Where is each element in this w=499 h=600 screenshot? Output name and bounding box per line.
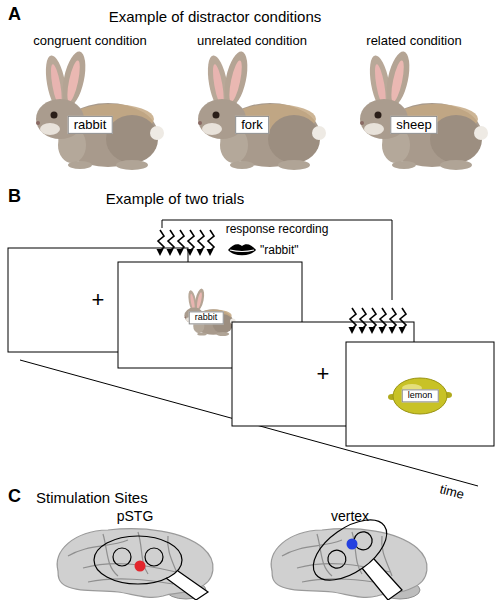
panel-letter: B (8, 186, 21, 207)
panel-letter: C (8, 486, 21, 507)
distractor-word-box: rabbit (189, 311, 224, 324)
bracket-label: response recording (226, 223, 329, 237)
lips-line (230, 250, 254, 252)
coil-wing (145, 548, 163, 566)
node-text: rabbit (195, 312, 218, 323)
condition-label: congruent condition (33, 34, 146, 49)
tms-coil-group (303, 508, 397, 592)
node-text: fork (241, 117, 263, 133)
panel-title: Example of distractor conditions (109, 8, 322, 25)
tms-coil (94, 536, 182, 584)
panel-letter: A (8, 4, 21, 25)
node-text: rabbit (74, 117, 107, 133)
coil-wing (113, 548, 131, 566)
screen-frame (346, 342, 494, 446)
condition-label: related condition (366, 34, 461, 49)
tms-pulse-arrow (369, 308, 377, 334)
tms-pulse-arrow (359, 308, 367, 334)
brain-picture (57, 529, 213, 599)
node-text: + (317, 361, 330, 387)
rabbit-picture (36, 50, 164, 170)
distractor-word-box: lemon (402, 389, 439, 402)
brain-outline (271, 529, 427, 598)
stimulation-site-dot (135, 561, 146, 572)
panel-title: Stimulation Sites (36, 489, 148, 506)
node-text: sheep (396, 117, 431, 133)
site-label: vertex (331, 508, 369, 524)
condition-label: unrelated condition (197, 34, 307, 49)
tms-pulse-arrow (157, 230, 165, 256)
fixation-screen: + (8, 248, 188, 352)
node-text: + (92, 287, 105, 313)
lips-icon (228, 244, 256, 255)
rabbit-picture (360, 50, 488, 170)
node-text: lemon (408, 390, 433, 401)
tms-pulse-arrow (389, 308, 397, 334)
distractor-word-box: rabbit (68, 116, 113, 134)
panel-title: Example of two trials (106, 190, 244, 207)
spoken-response: "rabbit" (260, 244, 299, 258)
tms-pulse-arrow (177, 230, 185, 256)
tms-pulse-arrow (197, 230, 205, 256)
rabbit-picture (198, 50, 326, 170)
distractor-word-box: fork (235, 116, 269, 134)
tms-coil (303, 508, 397, 592)
axis-label: time (438, 482, 466, 503)
coil-wing (324, 547, 349, 572)
rabbit-picture (184, 288, 235, 336)
tms-pulse-arrow (349, 308, 357, 334)
tms-pulse-arrow (207, 230, 215, 256)
tms-pulse-arrow (379, 308, 387, 334)
tms-pulse-arrow (167, 230, 175, 256)
tms-pulse-arrow (187, 230, 195, 256)
site-label: pSTG (117, 508, 154, 524)
fixation-screen: + (232, 322, 414, 426)
distractor-word-box: sheep (390, 116, 437, 134)
stimulation-site-dot (347, 539, 358, 550)
lips-shape (228, 244, 256, 255)
lemon-picture (393, 378, 447, 414)
recording-bracket (162, 220, 392, 300)
brain-picture (271, 529, 427, 599)
coil-handle (362, 559, 402, 600)
tms-pulse-arrow (399, 308, 407, 334)
